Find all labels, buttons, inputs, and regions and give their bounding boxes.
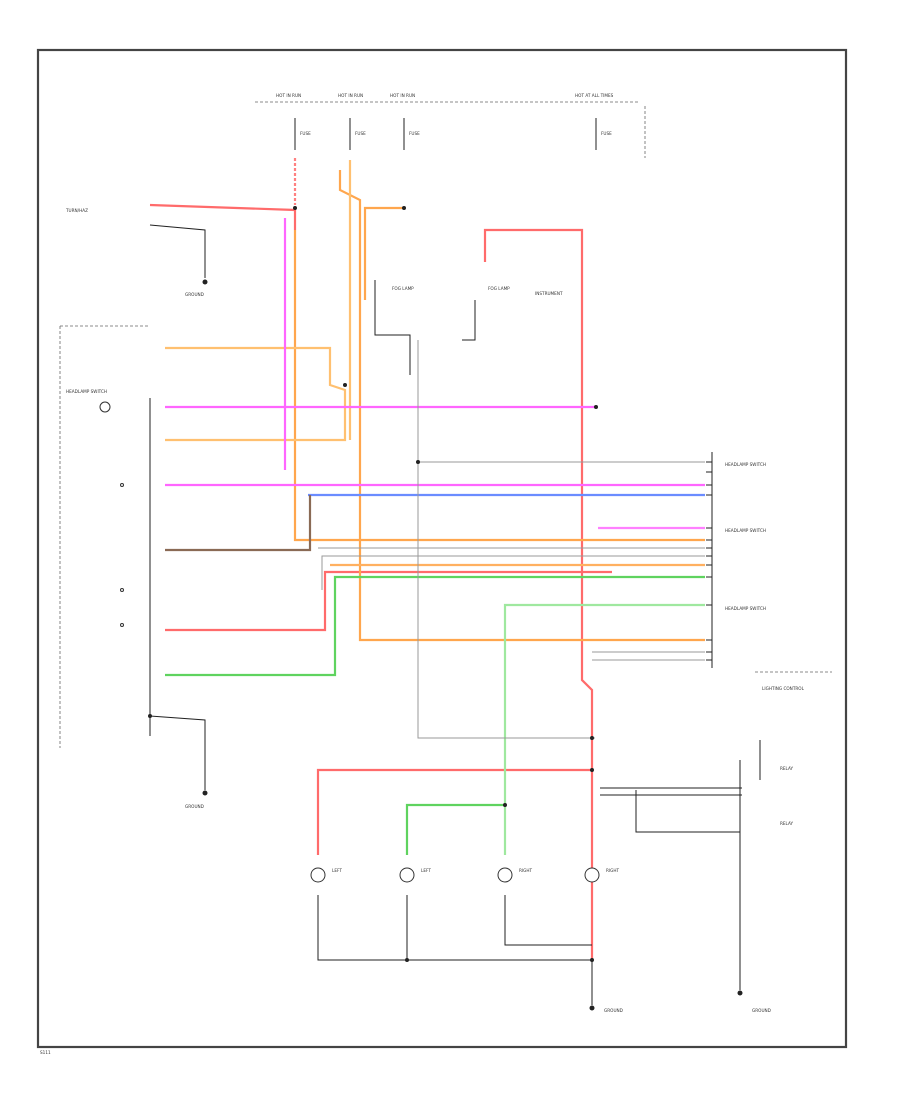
wire-bottom-ground (317, 895, 593, 1005)
label-left-top-switch: TURN/HAZ (65, 208, 88, 213)
label-module-2: HEADLAMP SWITCH (725, 528, 766, 533)
label-bulb-1: LEFT (332, 868, 342, 873)
switch-contact (120, 623, 124, 627)
wire-red-switch (165, 570, 612, 632)
junction-node (402, 206, 406, 210)
junction-node (405, 958, 409, 962)
wire-brown (165, 495, 312, 552)
wire-relay-2 (462, 300, 476, 341)
label-fuse-4: FUSE (601, 131, 612, 136)
ground-symbol (589, 1005, 595, 1011)
label-relay-left: FOG LAMP (392, 286, 414, 291)
label-power-feed-4: HOT AT ALL TIMES (575, 93, 614, 98)
label-bulb-4: RIGHT (606, 868, 620, 873)
label-bulb-2: LEFT (421, 868, 431, 873)
junction-node (343, 383, 347, 387)
label-relay-module: RELAY (780, 766, 794, 771)
wire-orange-main (293, 230, 705, 542)
junction-node (590, 736, 594, 740)
wire-green-1 (165, 575, 705, 677)
ground-symbol (202, 279, 208, 285)
label-bulb-3: RIGHT (519, 868, 533, 873)
label-ground-left-top: GROUND (185, 292, 204, 297)
headlamp-bulb-left-outer (310, 867, 326, 883)
switch-contact (120, 588, 124, 592)
label-power-feed-2: HOT IN RUN (338, 93, 363, 98)
wire-orange-5 (363, 206, 404, 300)
ground-symbol (737, 990, 743, 996)
label-fuse-2: FUSE (355, 131, 366, 136)
junction-node (503, 803, 507, 807)
wire-red-bottom (316, 768, 592, 855)
wire-orange-2 (338, 170, 705, 642)
label-relay-module-2: RELAY (780, 821, 794, 826)
junction-node (590, 768, 594, 772)
junction-node (590, 958, 594, 962)
wire-bulb-3-gnd (504, 895, 592, 946)
label-ground-left-bottom: GROUND (185, 804, 204, 809)
headlamp-bulb-right-inner (497, 867, 513, 883)
headlamp-bulb-right-outer (584, 867, 600, 883)
label-ground-bottom-center: GROUND (604, 1008, 623, 1013)
label-ground-bottom-right: GROUND (752, 1008, 771, 1013)
wire-gray-4 (321, 555, 705, 590)
wire-red-relay (483, 228, 594, 960)
label-relay-right: FOG LAMP (488, 286, 510, 291)
junction-node (416, 460, 420, 464)
junction-node (148, 714, 152, 718)
wire-relay-1 (374, 280, 411, 375)
junction-node (293, 206, 297, 210)
label-instrument: INSTRUMENT (535, 291, 563, 296)
headlamp-bulb-left-inner (399, 867, 415, 883)
label-module-3: HEADLAMP SWITCH (725, 606, 766, 611)
diagram-frame (36, 48, 848, 1049)
label-power-feed-3: HOT IN RUN (390, 93, 415, 98)
label-fuse-3: FUSE (409, 131, 420, 136)
label-footer-code: S111 (40, 1050, 51, 1055)
label-headlamp-switch: HEADLAMP SWITCH (66, 389, 107, 394)
junction-node (594, 405, 598, 409)
label-module-1: HEADLAMP SWITCH (725, 462, 766, 467)
wire-green-3 (405, 803, 505, 855)
label-power-feed-1: HOT IN RUN (276, 93, 301, 98)
wire-red-top (149, 203, 297, 230)
label-lighting-control: LIGHTING CONTROL (762, 686, 805, 691)
switch-contact (120, 483, 124, 487)
ground-symbol (202, 790, 208, 796)
label-fuse-1: FUSE (300, 131, 311, 136)
wire-left-ground-1 (149, 224, 206, 278)
wire-gray-1 (417, 340, 595, 739)
wire-right-module (635, 790, 740, 833)
connector-ticks (706, 461, 712, 661)
indicator-lamp (99, 401, 111, 413)
wire-green-2 (503, 603, 705, 855)
wire-orange-3 (165, 346, 347, 442)
wire-left-ground-2 (149, 715, 206, 790)
